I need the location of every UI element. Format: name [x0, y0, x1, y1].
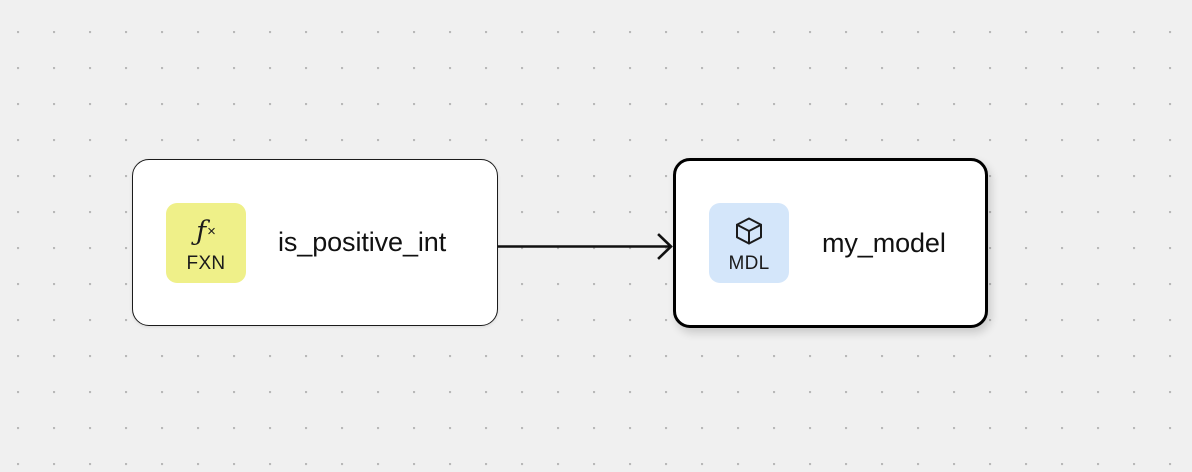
- node-my-model[interactable]: MDL my_model: [673, 158, 988, 328]
- mdl-badge: MDL: [709, 203, 789, 283]
- fxn-node-title: is_positive_int: [278, 227, 447, 257]
- mdl-node-title: my_model: [822, 227, 946, 258]
- node-is-positive-int[interactable]: ƒ× FXN is_positive_int: [132, 159, 498, 326]
- cube-icon: [733, 214, 765, 248]
- edge-arrowhead-icon: [657, 233, 673, 260]
- mdl-badge-label: MDL: [728, 252, 770, 274]
- function-fx-icon: ƒ×: [196, 215, 216, 247]
- fxn-badge: ƒ× FXN: [166, 202, 246, 283]
- edge-fxn-to-mdl[interactable]: [497, 233, 673, 260]
- fxn-badge-label: FXN: [186, 253, 226, 274]
